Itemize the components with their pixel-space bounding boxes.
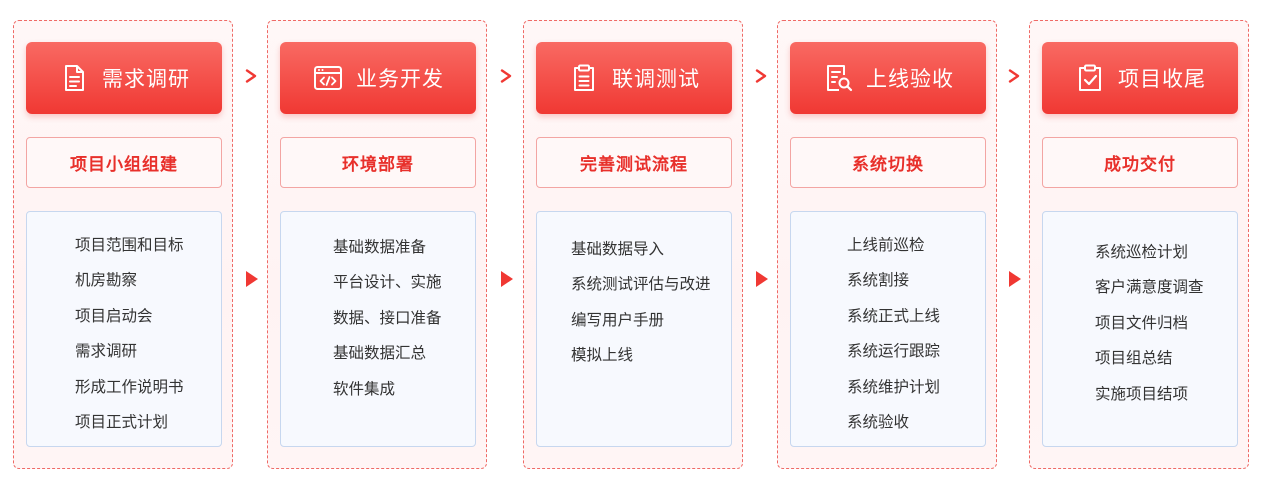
- stage-item: 项目启动会: [75, 306, 153, 325]
- stage-title: 需求调研: [102, 67, 190, 91]
- stage-column: 需求调研项目小组组建项目范围和目标机房勘察项目启动会需求调研形成工作说明书项目正…: [13, 20, 233, 469]
- stage-items-box: 项目范围和目标机房勘察项目启动会需求调研形成工作说明书项目正式计划: [26, 211, 222, 447]
- stage-header: 业务开发: [280, 42, 476, 114]
- stage-items-box: 基础数据准备平台设计、实施数据、接口准备基础数据汇总软件集成: [280, 211, 476, 447]
- triangle-right-icon: [1004, 269, 1024, 289]
- triangle-right-icon: [751, 269, 771, 289]
- stage-column: 项目收尾成功交付系统巡检计划客户满意度调查项目文件归档项目组总结实施项目结项: [1029, 20, 1249, 469]
- stage-item: 系统运行跟踪: [847, 342, 941, 361]
- stage-item: 系统验收: [847, 412, 910, 431]
- stage-item: 基础数据汇总: [333, 344, 427, 363]
- stage-item: 实施项目结项: [1095, 384, 1189, 403]
- stage-item: 系统巡检计划: [1095, 243, 1189, 261]
- stage-subtitle: 项目小组组建: [26, 137, 222, 188]
- stage-title: 业务开发: [356, 67, 444, 91]
- code-window-icon: [312, 62, 344, 94]
- stage-header: 联调测试: [536, 42, 732, 114]
- stage-item: 项目组总结: [1095, 349, 1173, 368]
- stage-item: 模拟上线: [571, 346, 634, 365]
- stage-column: 上线验收系统切换上线前巡检系统割接系统正式上线系统运行跟踪系统维护计划系统验收: [777, 20, 997, 469]
- stage-item-list: 基础数据准备平台设计、实施数据、接口准备基础数据汇总软件集成: [281, 230, 475, 407]
- stage-title: 上线验收: [866, 67, 954, 91]
- stage-item-list: 项目范围和目标机房勘察项目启动会需求调研形成工作说明书项目正式计划: [27, 228, 221, 440]
- stage-item: 项目文件归档: [1095, 313, 1189, 332]
- stage-header: 项目收尾: [1042, 42, 1238, 114]
- chevron-right-icon: [496, 66, 516, 86]
- stage-title: 联调测试: [612, 67, 700, 91]
- stage-item: 数据、接口准备: [333, 308, 442, 327]
- stage-subtitle: 完善测试流程: [536, 137, 732, 188]
- stage-item: 项目范围和目标: [75, 236, 184, 254]
- stage-item: 机房勘察: [75, 271, 138, 290]
- stage-item: 系统维护计划: [847, 377, 941, 396]
- stage-column: 业务开发环境部署基础数据准备平台设计、实施数据、接口准备基础数据汇总软件集成: [267, 20, 487, 469]
- stage-item: 形成工作说明书: [75, 377, 184, 396]
- document-icon: [58, 62, 90, 94]
- clipboard-list-icon: [568, 62, 600, 94]
- stage-subtitle: 系统切换: [790, 137, 986, 188]
- stage-item-list: 系统巡检计划客户满意度调查项目文件归档项目组总结实施项目结项: [1043, 235, 1237, 412]
- stage-item: 项目正式计划: [75, 412, 169, 431]
- chevron-right-icon: [751, 66, 771, 86]
- stage-item: 基础数据准备: [333, 238, 427, 256]
- triangle-right-icon: [241, 269, 261, 289]
- stage-item: 上线前巡检: [847, 236, 925, 254]
- stage-item: 客户满意度调查: [1095, 278, 1204, 297]
- stage-column: 联调测试完善测试流程基础数据导入系统测试评估与改进编写用户手册模拟上线: [523, 20, 743, 469]
- stage-item: 系统测试评估与改进: [571, 275, 711, 294]
- chevron-right-icon: [1004, 66, 1024, 86]
- stage-title: 项目收尾: [1118, 67, 1206, 91]
- stage-items-box: 上线前巡检系统割接系统正式上线系统运行跟踪系统维护计划系统验收: [790, 211, 986, 447]
- stage-item: 平台设计、实施: [333, 273, 442, 292]
- triangle-right-icon: [496, 269, 516, 289]
- stage-item: 编写用户手册: [571, 310, 665, 329]
- stage-item: 系统正式上线: [847, 306, 941, 325]
- stage-item-list: 基础数据导入系统测试评估与改进编写用户手册模拟上线: [537, 232, 731, 374]
- stage-item: 需求调研: [75, 342, 138, 361]
- clipboard-check-icon: [1074, 62, 1106, 94]
- stage-header: 上线验收: [790, 42, 986, 114]
- stage-subtitle: 成功交付: [1042, 137, 1238, 188]
- stage-items-box: 基础数据导入系统测试评估与改进编写用户手册模拟上线: [536, 211, 732, 447]
- chevron-right-icon: [241, 66, 261, 86]
- stage-item: 软件集成: [333, 379, 396, 398]
- stage-item-list: 上线前巡检系统割接系统正式上线系统运行跟踪系统维护计划系统验收: [791, 228, 985, 440]
- stage-subtitle: 环境部署: [280, 137, 476, 188]
- stage-header: 需求调研: [26, 42, 222, 114]
- stage-item: 系统割接: [847, 271, 910, 290]
- stage-item: 基础数据导入: [571, 240, 665, 258]
- document-search-icon: [822, 62, 854, 94]
- stage-items-box: 系统巡检计划客户满意度调查项目文件归档项目组总结实施项目结项: [1042, 211, 1238, 447]
